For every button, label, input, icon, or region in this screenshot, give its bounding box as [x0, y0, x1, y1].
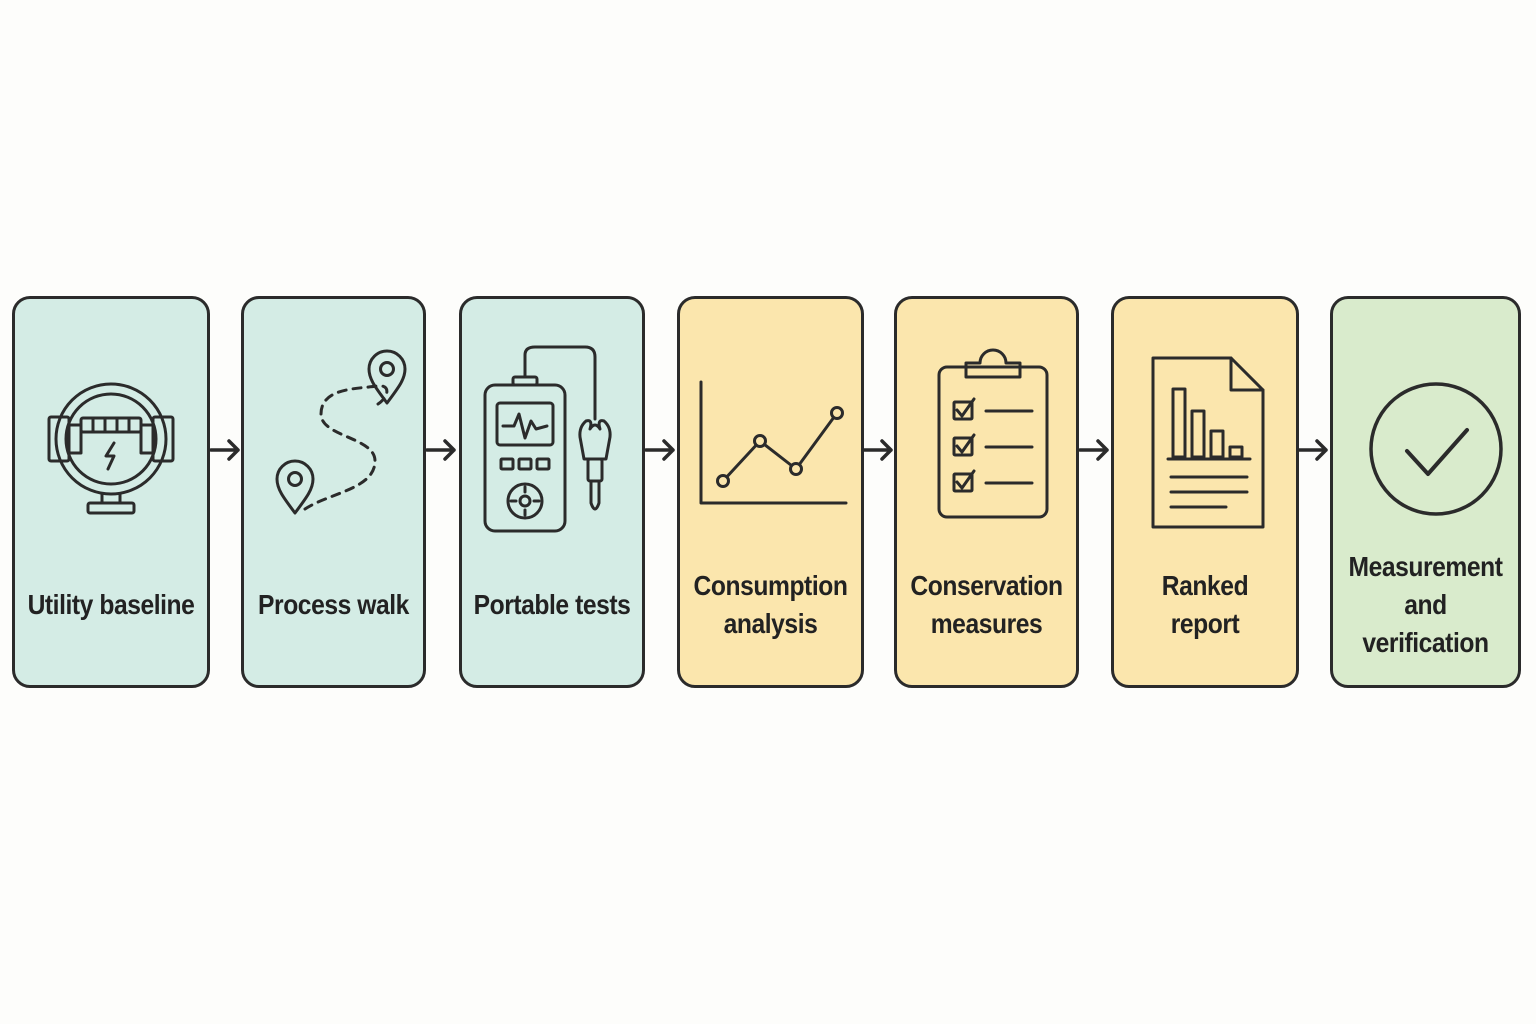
step-consumption-analysis: Consumption analysis: [677, 296, 864, 688]
step-ranked-report: Ranked report: [1111, 296, 1299, 688]
step-utility-baseline: Utility baseline: [12, 296, 210, 688]
step-label: Ranked report: [1161, 570, 1249, 639]
line-chart-icon: [680, 339, 861, 539]
step-label: Utility baseline: [27, 589, 195, 620]
clipboard-checklist-icon: [897, 339, 1076, 539]
route-map-pins-icon: [244, 339, 423, 539]
bar-chart-document-icon: [1114, 339, 1296, 539]
step-label: Consumption analysis: [693, 570, 848, 639]
utility-meter-icon: [15, 339, 207, 539]
portable-tester-probe-icon: [462, 339, 642, 539]
arrow-right-icon: [1297, 439, 1328, 461]
arrow-right-icon: [1078, 439, 1109, 461]
step-portable-tests: Portable tests: [459, 296, 645, 688]
step-conservation-measures: Conservation measures: [894, 296, 1079, 688]
arrow-right-icon: [209, 439, 240, 461]
arrow-right-icon: [644, 439, 675, 461]
step-measurement-verification: Measurement and verification: [1330, 296, 1521, 688]
step-label: Portable tests: [473, 589, 631, 620]
step-process-walk: Process walk: [241, 296, 426, 688]
arrow-right-icon: [862, 439, 893, 461]
step-label: Measurement and verification: [1348, 551, 1503, 658]
step-label: Process walk: [258, 589, 409, 620]
step-label: Conservation measures: [910, 570, 1063, 639]
arrow-right-icon: [425, 439, 456, 461]
check-circle-icon: [1333, 339, 1518, 539]
